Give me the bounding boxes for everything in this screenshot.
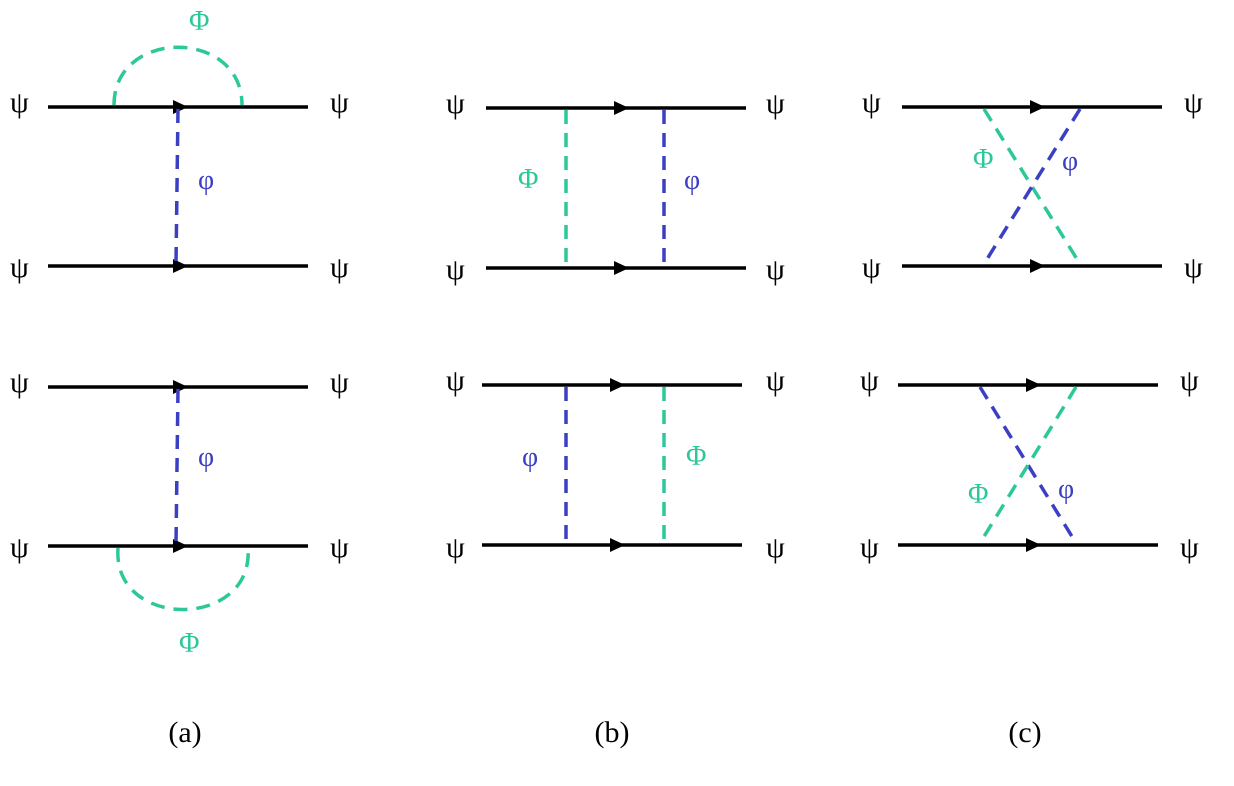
phi-label-c-top: φ bbox=[1062, 146, 1078, 177]
psi-label-a-bottom-ll: ψ bbox=[10, 531, 29, 564]
psi-label-c-top-lr: ψ bbox=[1184, 251, 1203, 284]
Phi-label-a-top: Φ bbox=[189, 6, 209, 37]
caption-c: (c) bbox=[1008, 716, 1041, 749]
Phi-propagator-c-bottom bbox=[978, 386, 1078, 544]
fermion-arrow-b-bottom-upper bbox=[610, 378, 625, 392]
Phi-label-b-bottom: Φ bbox=[686, 441, 706, 472]
psi-label-b-bottom-lr: ψ bbox=[766, 531, 785, 564]
psi-label-c-bottom-ll: ψ bbox=[860, 531, 879, 564]
diagram-a-bottom: ψ ψ ψ ψ φ Φ bbox=[10, 366, 349, 659]
psi-label-b-bottom-ul: ψ bbox=[446, 364, 465, 397]
psi-label-a-bottom-ur: ψ bbox=[330, 366, 349, 399]
fermion-arrow-b-top-upper bbox=[614, 101, 629, 115]
psi-label-b-top-ll: ψ bbox=[446, 253, 465, 286]
fermion-arrow-c-bottom-upper bbox=[1026, 378, 1041, 392]
fermion-arrow-a-top-lower bbox=[173, 259, 188, 273]
fermion-arrow-b-top-lower bbox=[614, 261, 629, 275]
psi-label-c-bottom-ul: ψ bbox=[860, 364, 879, 397]
phi-propagator-a-top bbox=[174, 108, 180, 265]
psi-label-a-top-lr: ψ bbox=[330, 251, 349, 284]
Phi-label-b-top: Φ bbox=[518, 164, 538, 195]
diagram-a-top: ψ ψ ψ ψ Φ φ bbox=[10, 6, 349, 284]
psi-label-c-top-ul: ψ bbox=[862, 86, 881, 119]
psi-label-b-bottom-ll: ψ bbox=[446, 531, 465, 564]
phi-label-b-bottom: φ bbox=[522, 442, 538, 473]
psi-label-c-top-ur: ψ bbox=[1184, 86, 1203, 119]
psi-label-b-top-ur: ψ bbox=[766, 87, 785, 120]
fermion-arrow-b-bottom-lower bbox=[610, 538, 625, 552]
phi-label-a-bottom: φ bbox=[198, 442, 214, 473]
fermion-arrow-c-bottom-lower bbox=[1026, 538, 1041, 552]
phi-propagator-c-top bbox=[982, 108, 1082, 265]
psi-label-b-top-lr: ψ bbox=[766, 253, 785, 286]
Phi-propagator-c-top bbox=[982, 108, 1082, 265]
psi-label-c-bottom-ur: ψ bbox=[1180, 364, 1199, 397]
psi-label-a-bottom-ul: ψ bbox=[10, 366, 29, 399]
phi-propagator-c-bottom bbox=[978, 386, 1078, 544]
phi-label-a-top: φ bbox=[198, 165, 214, 196]
fermion-arrow-a-top-upper bbox=[173, 100, 188, 114]
psi-label-a-bottom-lr: ψ bbox=[330, 531, 349, 564]
psi-label-a-top-ul: ψ bbox=[10, 86, 29, 119]
diagram-b-bottom: ψ ψ ψ ψ φ Φ bbox=[446, 364, 785, 564]
diagram-b-top: ψ ψ ψ ψ Φ φ bbox=[446, 87, 785, 286]
psi-label-c-bottom-lr: ψ bbox=[1180, 531, 1199, 564]
fermion-arrow-a-bottom-lower bbox=[173, 539, 188, 553]
phi-label-c-bottom: φ bbox=[1058, 474, 1074, 505]
Phi-label-c-top: Φ bbox=[973, 144, 993, 175]
psi-label-c-top-ll: ψ bbox=[862, 251, 881, 284]
fermion-arrow-a-bottom-upper bbox=[173, 380, 188, 394]
psi-label-b-top-ul: ψ bbox=[446, 87, 465, 120]
phi-propagator-a-bottom bbox=[174, 388, 180, 545]
diagram-c-top: ψ ψ ψ ψ Φ φ bbox=[862, 86, 1203, 284]
phi-label-b-top: φ bbox=[684, 165, 700, 196]
diagram-c-bottom: ψ ψ ψ ψ Φ φ bbox=[860, 364, 1199, 564]
Phi-label-c-bottom: Φ bbox=[968, 479, 988, 510]
fermion-arrow-c-top-lower bbox=[1030, 259, 1045, 273]
Phi-propagator-loop-a-top bbox=[112, 45, 244, 106]
caption-b: (b) bbox=[595, 716, 630, 749]
fermion-arrow-c-top-upper bbox=[1030, 100, 1045, 114]
Phi-label-a-bottom: Φ bbox=[179, 628, 199, 659]
psi-label-a-top-ur: ψ bbox=[330, 86, 349, 119]
psi-label-b-bottom-ur: ψ bbox=[766, 364, 785, 397]
Phi-propagator-loop-a-bottom bbox=[116, 547, 250, 612]
psi-label-a-top-ll: ψ bbox=[10, 251, 29, 284]
caption-a: (a) bbox=[168, 716, 201, 749]
